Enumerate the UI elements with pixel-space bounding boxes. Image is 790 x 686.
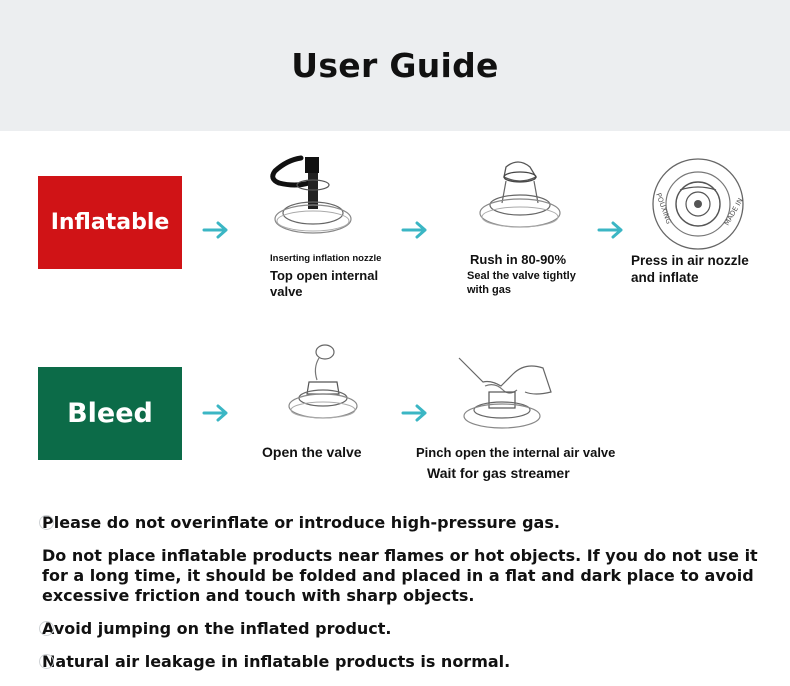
inflatable-label: Inflatable bbox=[50, 210, 170, 235]
valve-cap-open-sketch bbox=[288, 344, 358, 419]
note-item: Do not place inflatable products near fl… bbox=[42, 546, 772, 606]
step-caption-primary: Pinch open the internal air valve bbox=[416, 445, 616, 460]
arrow-right-icon bbox=[401, 404, 427, 422]
note-text: Avoid jumping on the inflated product. bbox=[42, 619, 392, 638]
note-item: Avoid jumping on the inflated product. bbox=[39, 619, 772, 639]
header-banner: User Guide bbox=[0, 0, 790, 131]
inflatable-label-box: Inflatable bbox=[38, 176, 182, 269]
note-item: Natural air leakage in inflatable produc… bbox=[39, 652, 772, 672]
bullet-circle-icon bbox=[39, 654, 54, 669]
step-heading: Press in air nozzle and inflate bbox=[631, 253, 749, 285]
bleed-label: Bleed bbox=[67, 398, 153, 429]
valve-text-brand: POUXING bbox=[654, 192, 673, 225]
note-text: Natural air leakage in inflatable produc… bbox=[42, 652, 511, 671]
bleed-label-box: Bleed bbox=[38, 367, 182, 460]
step-caption: Top open internal valve bbox=[270, 268, 379, 300]
hand-pinch-valve-sketch bbox=[458, 357, 552, 429]
note-text: Do not place inflatable products near fl… bbox=[42, 546, 758, 605]
note-item: Please do not overinflate or introduce h… bbox=[39, 513, 772, 533]
arrow-right-icon bbox=[202, 404, 228, 422]
valve-top-view-sketch: MADE IN POUXING bbox=[652, 158, 745, 250]
note-text: Please do not overinflate or introduce h… bbox=[42, 513, 560, 532]
step-small-caption: Inserting inflation nozzle bbox=[270, 253, 382, 264]
inflation-nozzle-valve-sketch bbox=[270, 155, 352, 234]
step-caption-secondary: Wait for gas streamer bbox=[427, 465, 570, 481]
step-caption: Seal the valve tightly with gas bbox=[467, 270, 576, 296]
notes-list: Please do not overinflate or introduce h… bbox=[39, 513, 772, 685]
step-heading: Rush in 80-90% bbox=[470, 252, 567, 267]
bullet-circle-icon bbox=[39, 515, 54, 530]
valve-text-made-in: MADE IN bbox=[723, 197, 745, 227]
bullet-circle-icon bbox=[39, 621, 54, 636]
arrow-right-icon bbox=[401, 221, 427, 239]
valve-open-sketch bbox=[479, 161, 561, 228]
arrow-right-icon bbox=[597, 221, 623, 239]
arrow-right-icon bbox=[202, 221, 228, 239]
page-title: User Guide bbox=[291, 46, 499, 85]
step-caption: Open the valve bbox=[262, 444, 362, 460]
